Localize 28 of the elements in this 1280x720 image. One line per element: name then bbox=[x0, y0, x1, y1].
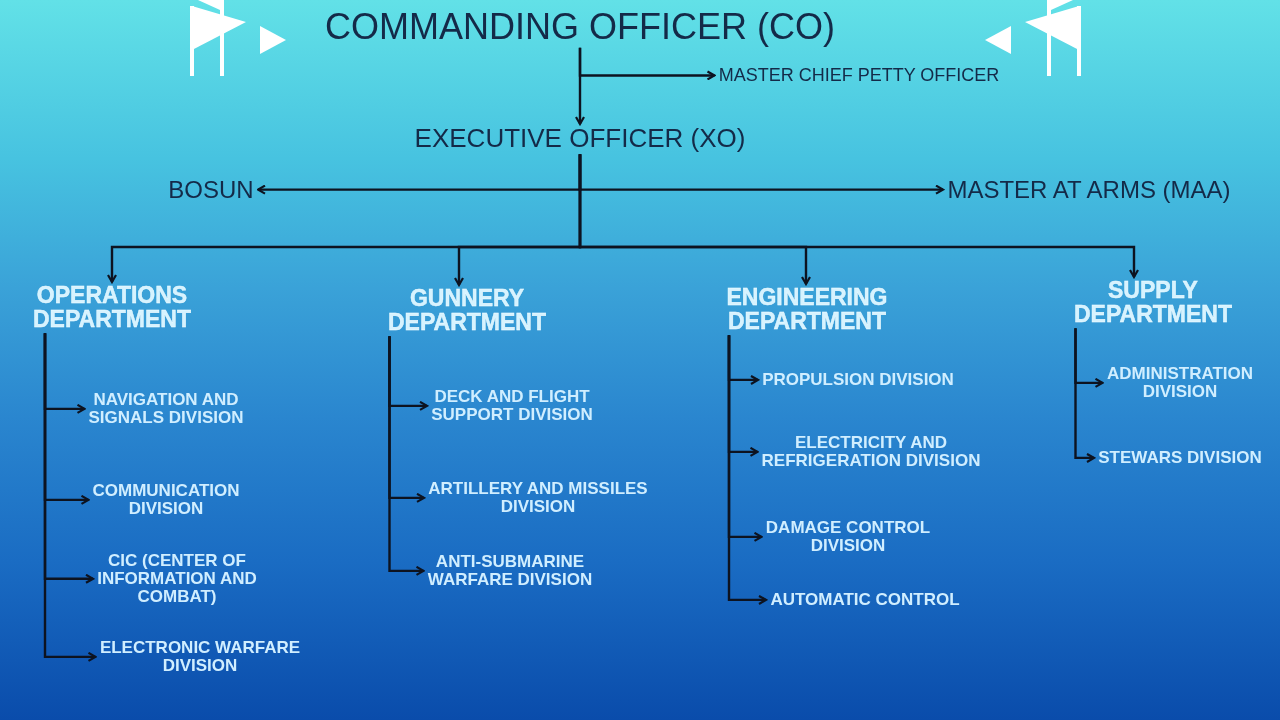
division-label: STEWARS DIVISION bbox=[1097, 449, 1263, 467]
department-label: SUPPLY DEPARTMENT bbox=[1072, 278, 1234, 327]
division-label: PROPULSION DIVISION bbox=[761, 371, 955, 389]
division-label: DAMAGE CONTROL DIVISION bbox=[764, 519, 932, 555]
department-label: GUNNERY DEPARTMENT bbox=[386, 286, 548, 335]
division-label: ELECTRICITY AND REFRIGERATION DIVISION bbox=[760, 434, 982, 470]
division-label: ANTI-SUBMARINE WARFARE DIVISION bbox=[426, 553, 594, 589]
division-label: CIC (CENTER OF INFORMATION AND COMBAT) bbox=[96, 552, 258, 606]
division-label: NAVIGATION AND SIGNALS DIVISION bbox=[87, 391, 245, 427]
arrow bbox=[1074, 328, 1096, 463]
rank-label: MASTER AT ARMS (MAA) bbox=[946, 177, 1232, 203]
division-label: ARTILLERY AND MISSILES DIVISION bbox=[427, 480, 649, 516]
department-label: OPERATIONS DEPARTMENT bbox=[31, 283, 193, 332]
division-label: COMMUNICATION DIVISION bbox=[91, 482, 241, 518]
arrow bbox=[43, 333, 97, 662]
arrow bbox=[574, 47, 586, 126]
arrow bbox=[578, 154, 1140, 279]
division-label: DECK AND FLIGHT SUPPORT DIVISION bbox=[430, 388, 594, 424]
rank-label: BOSUN bbox=[167, 177, 255, 203]
division-label: ADMINISTRATION DIVISION bbox=[1105, 365, 1255, 401]
arrow bbox=[727, 335, 768, 605]
rank-label: COMMANDING OFFICER (CO) bbox=[324, 8, 836, 46]
arrow bbox=[388, 336, 425, 576]
department-label: ENGINEERING DEPARTMENT bbox=[725, 285, 889, 334]
rank-label: EXECUTIVE OFFICER (XO) bbox=[413, 125, 747, 153]
division-label: AUTOMATIC CONTROL bbox=[769, 591, 961, 609]
rank-label: MASTER CHIEF PETTY OFFICER bbox=[717, 66, 1001, 85]
division-label: ELECTRONIC WARFARE DIVISION bbox=[98, 639, 302, 675]
